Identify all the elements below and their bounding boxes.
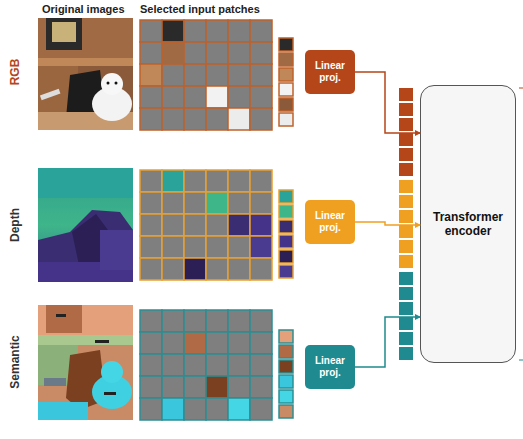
row-label: RGB	[8, 59, 22, 86]
semantic-image	[38, 305, 133, 420]
connector-arrow	[355, 72, 420, 133]
projection-box: Linear proj.	[305, 345, 355, 389]
projection-box: Linear proj.	[305, 50, 355, 94]
encoder-box: Transformer encoder	[420, 85, 516, 363]
connector-arrow	[355, 317, 420, 367]
node-text: Transformer encoder	[423, 210, 513, 239]
projection-box: Linear proj.	[305, 200, 355, 244]
depth-image	[38, 168, 133, 282]
patch-grids	[140, 20, 293, 420]
column-heading: Selected input patches	[140, 3, 260, 15]
row-label: Depth	[8, 208, 22, 242]
rgb-image	[38, 18, 133, 130]
node-text: Linear proj.	[307, 60, 353, 84]
column-heading: Original images	[42, 3, 125, 15]
node-text: Linear proj.	[307, 355, 353, 379]
node-text: Linear proj.	[307, 210, 353, 234]
output-tokens	[519, 88, 523, 360]
row-label: Semantic	[8, 335, 22, 388]
